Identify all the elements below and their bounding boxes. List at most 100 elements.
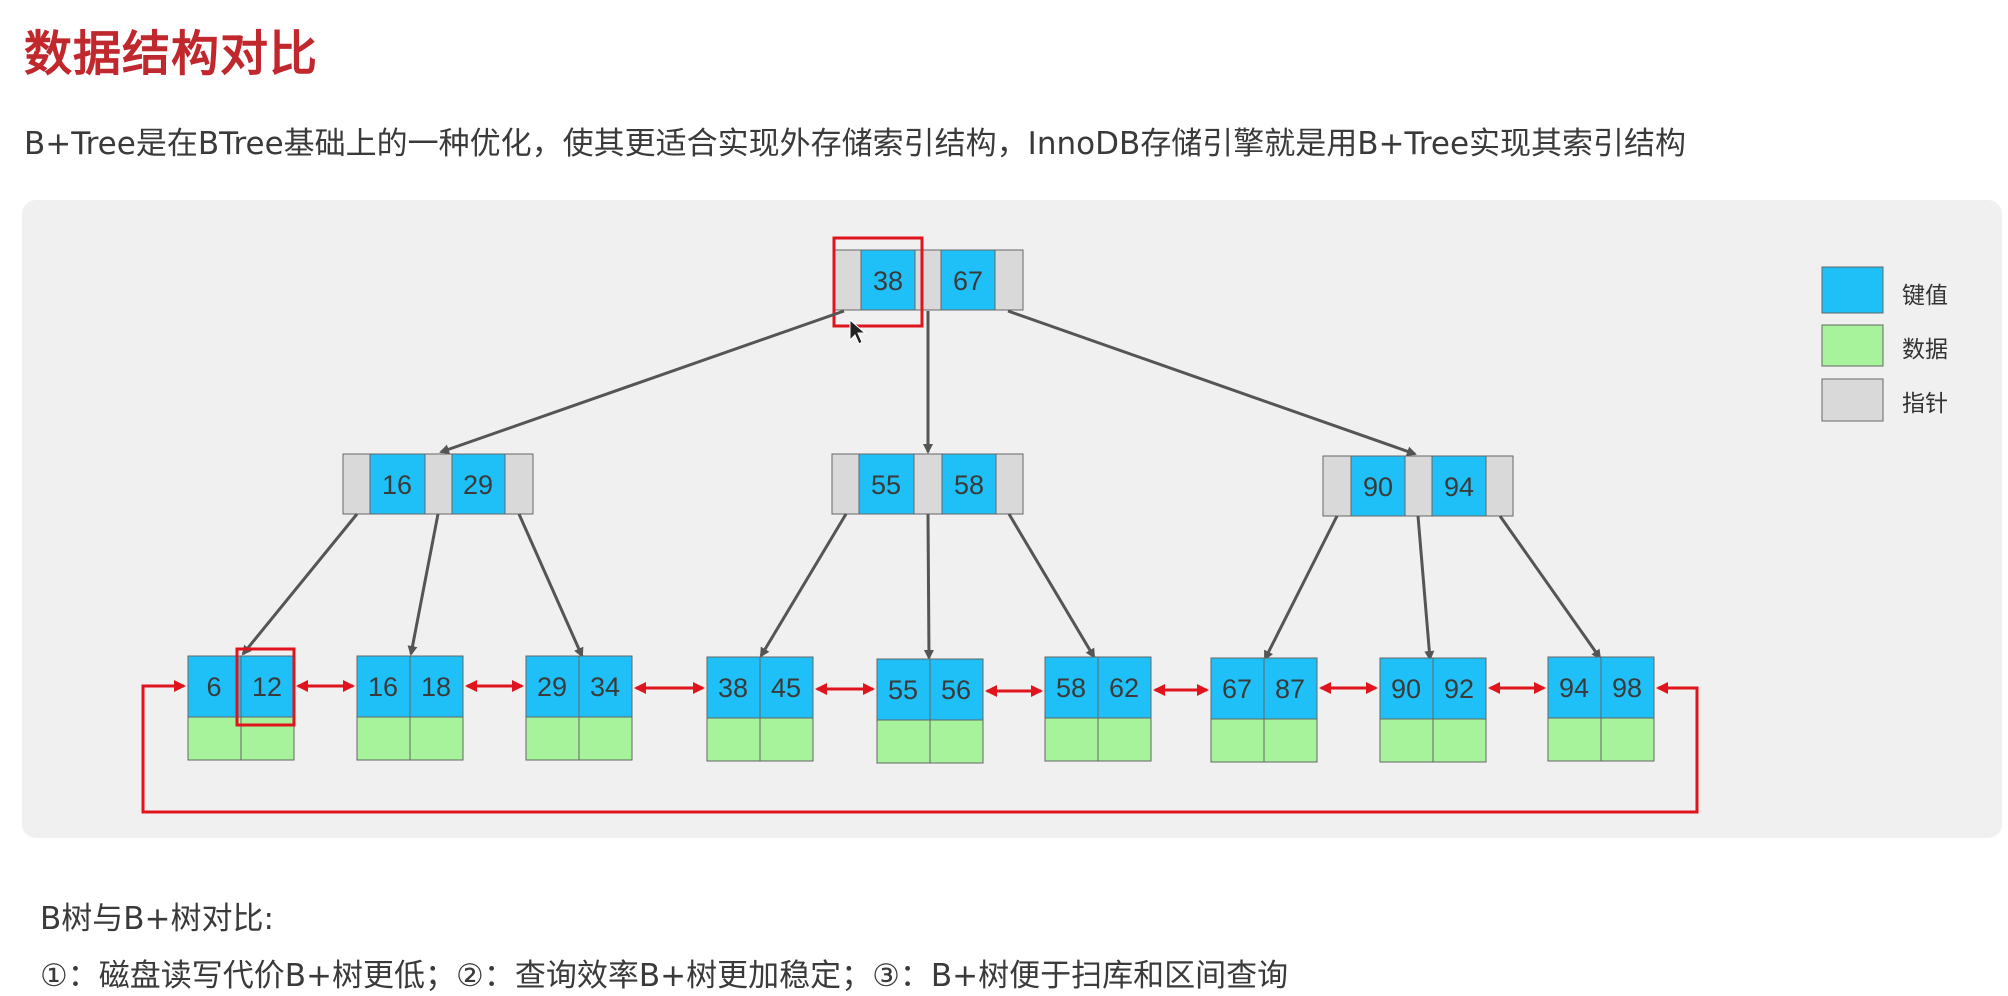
leaf-node: 58 62 xyxy=(1044,656,1152,762)
legend-label: 指针 xyxy=(1902,391,1948,417)
comparison-points: ①：磁盘读写代价B+树更低；②：查询效率B+树更加稳定；③：B+树便于扫库和区间… xyxy=(40,958,1289,994)
pointer-cell xyxy=(1404,455,1433,517)
tree-edge xyxy=(1416,515,1435,661)
key-text: 55 xyxy=(888,675,918,705)
data-cell xyxy=(1432,718,1487,763)
key-text: 98 xyxy=(1612,673,1642,703)
page-subtitle: B+Tree是在BTree基础上的一种优化，使其更适合实现外存储索引结构，Inn… xyxy=(24,126,1687,162)
tree-edge xyxy=(1498,515,1602,660)
key-text: 90 xyxy=(1363,472,1393,502)
key-text: 92 xyxy=(1444,674,1474,704)
tree-edge xyxy=(439,309,845,455)
key-text: 58 xyxy=(954,470,984,500)
legend-swatch-key xyxy=(1821,266,1884,314)
pointer-cell xyxy=(834,249,862,311)
key-text: 45 xyxy=(771,673,801,703)
key-text: 16 xyxy=(382,470,412,500)
leaf-node: 29 34 xyxy=(525,655,633,761)
leaf-node: 55 56 xyxy=(876,658,984,764)
pointer-cell xyxy=(914,249,942,311)
pointer-cell xyxy=(424,453,453,515)
key-cell xyxy=(369,453,426,515)
key-cell xyxy=(451,453,506,515)
data-cell xyxy=(1600,717,1655,762)
internal-node: 55 58 xyxy=(831,453,1024,515)
key-text: 6 xyxy=(206,672,221,702)
key-cell xyxy=(940,249,996,311)
pointer-cell xyxy=(913,453,943,515)
data-cell xyxy=(1210,718,1265,763)
key-text: 58 xyxy=(1056,673,1086,703)
key-text: 56 xyxy=(941,675,971,705)
pointer-cell xyxy=(831,453,860,515)
pointer-cell xyxy=(504,453,534,515)
internal-node: 90 94 xyxy=(1322,455,1514,517)
key-text: 87 xyxy=(1275,674,1305,704)
leaf-node: 90 92 xyxy=(1379,657,1487,763)
key-text: 67 xyxy=(1222,674,1252,704)
key-text: 34 xyxy=(590,672,620,702)
key-text: 16 xyxy=(368,672,398,702)
legend-label: 数据 xyxy=(1902,337,1948,363)
key-text: 94 xyxy=(1559,673,1589,703)
mouse-cursor-icon xyxy=(849,318,867,345)
tree-edge xyxy=(407,513,440,656)
leaf-node: 67 87 xyxy=(1210,657,1318,763)
leaf-node: 6 12 xyxy=(187,655,295,761)
data-cell xyxy=(706,717,761,762)
data-cell xyxy=(876,719,931,764)
legend-label: 键值 xyxy=(1902,283,1948,309)
key-text: 94 xyxy=(1444,472,1474,502)
pointer-cell xyxy=(994,249,1024,311)
tree-edge xyxy=(1007,513,1096,659)
key-text: 62 xyxy=(1109,673,1139,703)
key-text: 29 xyxy=(463,470,493,500)
legend xyxy=(1821,266,1884,422)
page-title: 数据结构对比 xyxy=(24,26,319,82)
root-node: 38 67 xyxy=(834,249,1024,311)
data-cell xyxy=(409,716,464,761)
comparison-title: B树与B+树对比: xyxy=(40,901,274,937)
leaf-node: 94 98 xyxy=(1547,656,1655,762)
legend-swatch-pointer xyxy=(1821,378,1884,422)
key-text: 12 xyxy=(252,672,282,702)
key-cell xyxy=(941,453,997,515)
key-text: 67 xyxy=(953,266,983,296)
pointer-cell xyxy=(1485,455,1514,517)
data-cell xyxy=(1547,717,1602,762)
legend-swatch-data xyxy=(1821,324,1884,367)
tree-edge xyxy=(923,513,934,660)
leaf-node: 38 45 xyxy=(706,656,814,762)
key-text: 18 xyxy=(421,672,451,702)
pointer-cell xyxy=(342,453,371,515)
internal-node: 16 29 xyxy=(342,453,534,515)
pointer-cell xyxy=(1322,455,1352,517)
data-cell xyxy=(1097,717,1152,762)
key-text: 29 xyxy=(537,672,567,702)
highlight-box xyxy=(832,236,924,328)
data-cell xyxy=(1263,718,1318,763)
tree-edge xyxy=(517,513,584,658)
key-text: 38 xyxy=(873,266,903,296)
key-text: 55 xyxy=(871,470,901,500)
data-cell xyxy=(240,716,295,761)
data-cell xyxy=(578,716,633,761)
key-cell xyxy=(1431,455,1487,517)
data-cell xyxy=(929,719,984,764)
data-cell xyxy=(759,717,814,762)
leaf-loop-arrow xyxy=(141,680,1699,814)
key-cell xyxy=(1350,455,1406,517)
tree-edge xyxy=(759,513,848,658)
key-cell xyxy=(858,453,915,515)
data-cell xyxy=(356,716,411,761)
leaf-node: 16 18 xyxy=(356,655,464,761)
tree-edge xyxy=(241,513,359,656)
data-cell xyxy=(1044,717,1099,762)
data-cell xyxy=(187,716,242,761)
tree-edge xyxy=(1263,515,1339,661)
data-cell xyxy=(1379,718,1434,763)
pointer-cell xyxy=(995,453,1024,515)
key-text: 38 xyxy=(718,673,748,703)
data-cell xyxy=(525,716,580,761)
